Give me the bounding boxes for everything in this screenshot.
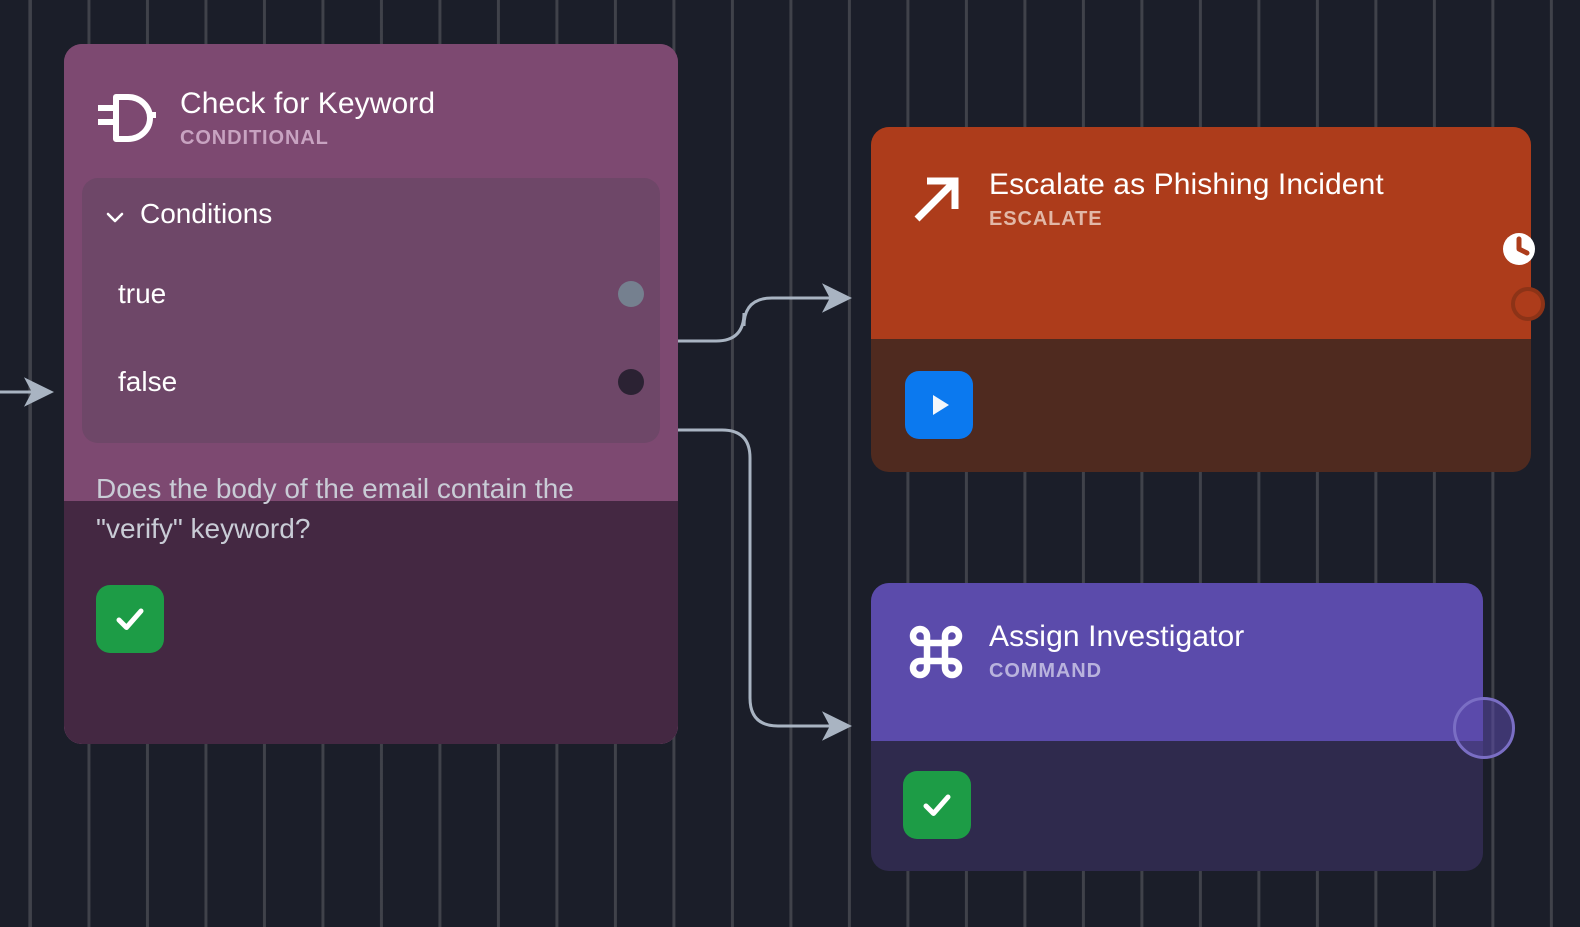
node-description-area: Does the body of the email contain the "… <box>64 443 678 653</box>
status-badge-success[interactable] <box>96 584 164 653</box>
node-title: Check for Keyword <box>180 87 436 120</box>
node-body-area <box>871 339 1531 472</box>
output-port-false[interactable] <box>618 369 644 396</box>
node-title: Escalate as Phishing Incident <box>989 168 1384 201</box>
node-kind-label: CONDITIONAL <box>180 127 329 150</box>
arrow-up-right-icon <box>905 169 967 231</box>
clock-icon[interactable] <box>1497 227 1541 271</box>
node-header: Assign Investigator COMMAND <box>871 583 1483 697</box>
output-port-escalate[interactable] <box>1511 287 1545 321</box>
conditions-header[interactable]: Conditions <box>104 198 638 230</box>
node-header: Escalate as Phishing Incident ESCALATE <box>871 127 1531 251</box>
node-header: Check for Keyword CONDITIONAL <box>64 44 678 168</box>
check-icon <box>116 608 144 630</box>
command-key-icon <box>905 621 967 683</box>
node-title-group: Escalate as Phishing Incident ESCALATE <box>989 163 1384 231</box>
node-title-group: Check for Keyword CONDITIONAL <box>180 82 435 150</box>
node-body-area <box>871 741 1483 871</box>
condition-row-true[interactable]: true <box>104 250 644 338</box>
node-escalate-as-phishing-incident[interactable]: Escalate as Phishing Incident ESCALATE <box>871 127 1545 472</box>
condition-label-true: true <box>118 278 167 310</box>
condition-row-false[interactable]: false <box>104 338 644 426</box>
node-description: Does the body of the email contain the "… <box>96 473 574 545</box>
chevron-down-icon[interactable] <box>104 203 126 225</box>
node-body: Escalate as Phishing Incident ESCALATE <box>871 127 1531 472</box>
node-assign-investigator[interactable]: Assign Investigator COMMAND <box>871 583 1515 871</box>
check-icon <box>923 794 951 816</box>
status-badge-success[interactable] <box>903 771 971 839</box>
node-kind-label: COMMAND <box>989 660 1102 683</box>
condition-label-false: false <box>118 366 178 398</box>
conditions-panel[interactable]: Conditions true false <box>82 178 660 444</box>
node-check-for-keyword[interactable]: Check for Keyword CONDITIONAL Conditions… <box>64 44 678 744</box>
conditions-title: Conditions <box>140 198 273 230</box>
output-port-command[interactable] <box>1453 697 1515 759</box>
play-icon <box>933 395 949 415</box>
node-title: Assign Investigator <box>989 620 1245 653</box>
node-body: Assign Investigator COMMAND <box>871 583 1483 871</box>
status-badge-running[interactable] <box>905 371 973 439</box>
node-title-group: Assign Investigator COMMAND <box>989 615 1244 683</box>
node-body: Check for Keyword CONDITIONAL Conditions… <box>64 44 678 744</box>
logic-gate-icon <box>96 88 158 150</box>
node-kind-label: ESCALATE <box>989 208 1103 231</box>
output-port-true[interactable] <box>618 281 644 308</box>
